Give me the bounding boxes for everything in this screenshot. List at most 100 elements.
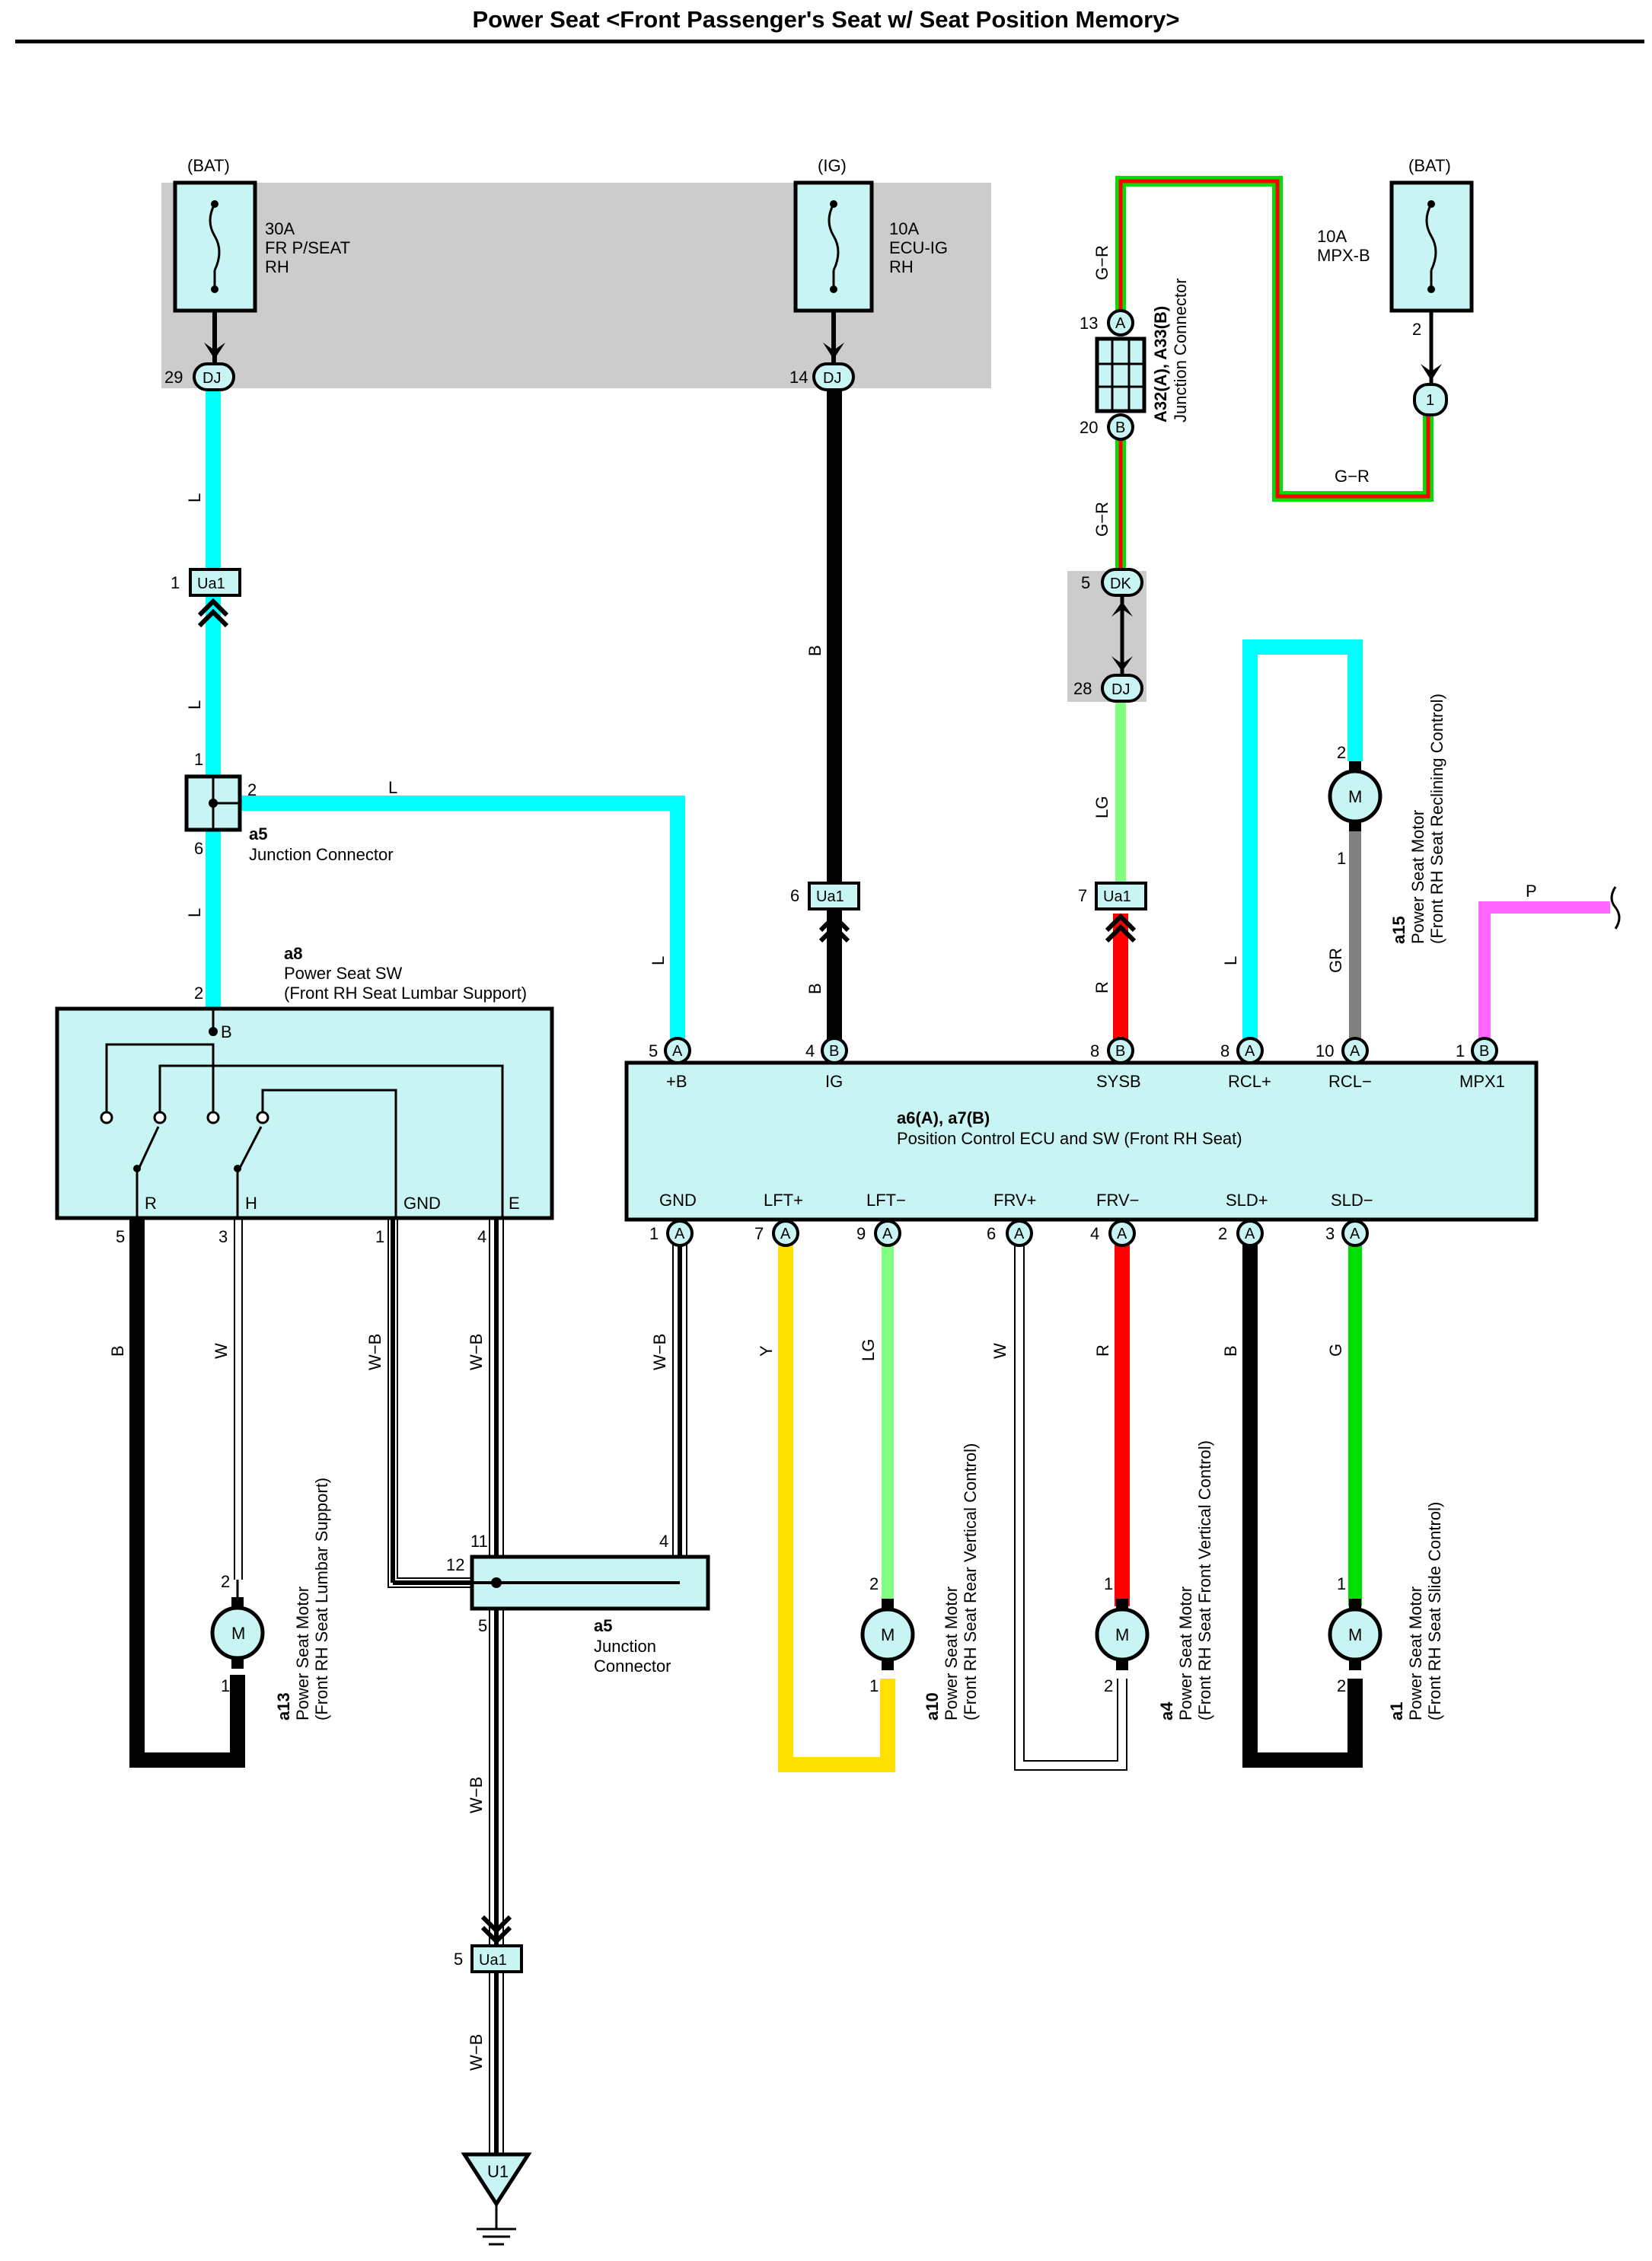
wlabel-lg-sysb: LG bbox=[1092, 796, 1111, 818]
fuse3-name1: MPX-B bbox=[1317, 246, 1370, 265]
a32-id: A32(A), A33(B) bbox=[1151, 306, 1170, 423]
ecu-bot-pin-5: 2 bbox=[1218, 1224, 1227, 1243]
ua1-5-pin: 5 bbox=[454, 1950, 463, 1969]
power-seat-switch-a8 bbox=[55, 1006, 554, 1220]
dk-conn: DK bbox=[1110, 576, 1131, 592]
motor-a15-ptop: 2 bbox=[1337, 743, 1346, 762]
wlabel-b-sld: B bbox=[1221, 1345, 1240, 1357]
a32-name: Junction Connector bbox=[1171, 278, 1190, 423]
wire-p-mpx1 bbox=[1478, 901, 1610, 1047]
motor-a10-name1: Power Seat Motor bbox=[942, 1587, 961, 1720]
position-control-ecu-box bbox=[624, 1060, 1539, 1222]
motor-a10-ptop: 2 bbox=[869, 1574, 879, 1593]
motor-a10 bbox=[860, 1599, 915, 1670]
ua1-7-conn: Ua1 bbox=[1103, 888, 1131, 905]
connector-ua1-7 bbox=[1095, 882, 1147, 943]
motor-a15 bbox=[1328, 761, 1383, 831]
ecu-top-label-3: RCL+ bbox=[1228, 1072, 1271, 1091]
ua1-5-conn: Ua1 bbox=[479, 1952, 507, 1969]
wire-w-frv-a bbox=[1014, 1245, 1127, 1771]
ecu-pin-circles bbox=[664, 1037, 1498, 1247]
fuse2-conn: DJ bbox=[823, 370, 841, 387]
a5-bot-p12: 12 bbox=[446, 1555, 464, 1574]
a8-p5: 5 bbox=[116, 1227, 125, 1246]
dk-dj-arrow-down bbox=[1111, 656, 1133, 671]
motor-a4-ptop: 1 bbox=[1104, 1574, 1113, 1593]
motor-a10-symbol: M bbox=[881, 1625, 895, 1644]
ecu-top-conn-0: A bbox=[672, 1043, 683, 1060]
a8-term-gnd: GND bbox=[403, 1194, 441, 1213]
a5-top-id: a5 bbox=[249, 824, 267, 843]
ecu-bot-label-2: LFT− bbox=[866, 1191, 906, 1210]
wlabel-w-frv: W bbox=[990, 1343, 1009, 1359]
ecu-top-label-0: +B bbox=[666, 1072, 687, 1091]
a5-bot-p5: 5 bbox=[478, 1616, 487, 1635]
wlabel-l-rcl: L bbox=[1221, 956, 1240, 965]
ecu-top-pin-4: 10 bbox=[1316, 1041, 1334, 1060]
ecu-bot-pin-1: 7 bbox=[754, 1224, 764, 1243]
wlabel-l-1: L bbox=[185, 493, 204, 502]
wire-wb-gnd-a bbox=[387, 1218, 472, 1588]
ecu-bot-conn-5: A bbox=[1245, 1226, 1255, 1242]
motor-a1-name2: (Front RH Seat Slide Control) bbox=[1425, 1502, 1444, 1720]
fuse3-source: (BAT) bbox=[1408, 156, 1451, 175]
fuse1-name2: RH bbox=[265, 257, 289, 276]
fuse2-pin: 14 bbox=[789, 368, 808, 387]
wlabel-b-lumbar: B bbox=[108, 1345, 127, 1357]
wlabel-p-mpx1: P bbox=[1526, 882, 1537, 901]
ecu-top-conn-2: B bbox=[1115, 1043, 1125, 1060]
wlabel-g-r-2: G−R bbox=[1092, 502, 1111, 537]
ground-u1 bbox=[461, 2152, 532, 2246]
ecu-bot-label-3: FRV+ bbox=[993, 1191, 1036, 1210]
ua1-6-conn: Ua1 bbox=[816, 888, 844, 905]
wlabel-g-r-h: G−R bbox=[1335, 467, 1370, 486]
motor-a4-id: a4 bbox=[1157, 1701, 1176, 1720]
dk-dj-arrow-up bbox=[1111, 601, 1133, 617]
fuse1-rating: 30A bbox=[265, 219, 295, 238]
a8-id: a8 bbox=[284, 944, 302, 963]
a5-bot-p11: 11 bbox=[470, 1532, 488, 1551]
a8-term-h: H bbox=[245, 1194, 257, 1213]
ecu-top-pin-5: 1 bbox=[1456, 1041, 1465, 1060]
motor-a1-ptop: 1 bbox=[1337, 1574, 1346, 1593]
a5-bot-name1: Junction bbox=[594, 1637, 656, 1656]
wire-l-rcl bbox=[1242, 639, 1363, 1047]
motor-a10-pbot: 1 bbox=[869, 1676, 879, 1695]
wlabel-g-sld: G bbox=[1326, 1344, 1345, 1357]
wlabel-b-ig-2: B bbox=[805, 983, 824, 994]
fuse3-rating: 10A bbox=[1317, 227, 1347, 246]
ecu-top-pin-3: 8 bbox=[1220, 1041, 1229, 1060]
ecu-bot-conn-2: A bbox=[882, 1226, 893, 1242]
motor-a1-pbot: 2 bbox=[1337, 1676, 1346, 1695]
ecu-bot-label-5: SLD+ bbox=[1226, 1191, 1268, 1210]
wire-g-r-inner bbox=[1118, 179, 1430, 499]
fuse1-conn: DJ bbox=[203, 370, 221, 387]
motor-a15-name1: Power Seat Motor bbox=[1408, 810, 1427, 944]
ecu-bot-label-4: FRV− bbox=[1096, 1191, 1139, 1210]
wlabel-w-lumbar: W bbox=[212, 1343, 231, 1359]
ecu-top-label-1: IG bbox=[825, 1072, 843, 1091]
wlabel-l-h: L bbox=[388, 778, 397, 797]
motor-a1-id: a1 bbox=[1387, 1702, 1406, 1720]
ecu-bot-pin-3: 6 bbox=[987, 1224, 996, 1243]
connector-dj-29 bbox=[193, 362, 235, 391]
ecu-bot-conn-3: A bbox=[1014, 1226, 1025, 1242]
a8-term-e: E bbox=[509, 1194, 520, 1213]
ua1-1-conn: Ua1 bbox=[197, 576, 225, 592]
wlabel-l-3: L bbox=[185, 908, 204, 917]
wire-l-to-ecu bbox=[213, 796, 685, 1047]
title-rule bbox=[15, 40, 1644, 43]
ecu-bot-pin-4: 4 bbox=[1090, 1224, 1099, 1243]
a5-bot-p4: 4 bbox=[659, 1532, 668, 1551]
a8-p3: 3 bbox=[218, 1227, 228, 1246]
motor-a4-symbol: M bbox=[1115, 1625, 1129, 1644]
wlabel-l-2: L bbox=[185, 700, 204, 710]
wlabel-wb-e: W−B bbox=[467, 1334, 486, 1370]
wire-wb-gnd-b bbox=[397, 1218, 472, 1579]
a8-pin-top: 2 bbox=[194, 984, 203, 1003]
ecu-bot-conn-4: A bbox=[1117, 1226, 1127, 1242]
a32-pin-bot-conn: B bbox=[1115, 419, 1125, 436]
ecu-top-conn-5: B bbox=[1479, 1043, 1489, 1060]
motor-a1-symbol: M bbox=[1348, 1625, 1362, 1644]
